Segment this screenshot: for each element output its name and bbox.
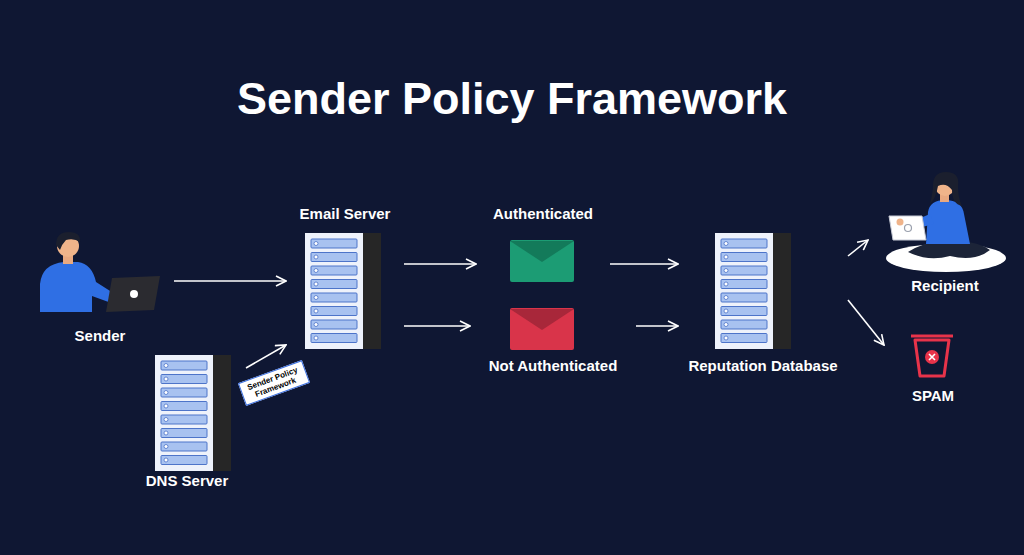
arrow-connector [848,240,868,256]
sender-node: Sender [30,228,170,348]
recipient-node: Recipient [872,165,1018,298]
email-server-rack [305,233,381,349]
green-envelope [510,240,574,282]
reputation-rack [715,233,791,349]
recipient-figure [886,172,1006,272]
node-label: Not Authenticated [489,356,618,376]
edge-label: Sender Policy Framework [244,364,305,401]
dns-server-rack [155,355,231,471]
arrow-connector [246,345,286,368]
diagram-title: Sender Policy Framework [0,72,1024,126]
node-label: Authenticated [493,204,593,224]
not-authenticated-node: Not Authenticated [474,302,632,378]
arrow-connector [404,263,476,265]
email-server-node: Email Server [290,204,400,354]
node-label: DNS Server [146,471,229,491]
node-label: Recipient [911,276,979,296]
reputation-database-node: Reputation Database [682,228,844,378]
arrow-connector [404,325,470,327]
authenticated-node: Authenticated [480,204,606,288]
spam-bin [911,336,953,376]
node-label: Reputation Database [688,356,837,376]
node-label: Email Server [300,204,391,224]
arrow-connector [610,263,678,265]
dns-server-node: DNS Server [132,350,242,493]
spam-node: SPAM [888,326,978,408]
label-tag: Sender Policy Framework [238,360,310,406]
red-envelope [510,308,574,350]
node-label: SPAM [912,386,954,406]
arrow-connector [174,280,286,282]
sender-figure [40,232,160,312]
arrow-connector [848,300,884,345]
node-label: Sender [75,326,126,346]
arrow-connector [636,325,678,327]
